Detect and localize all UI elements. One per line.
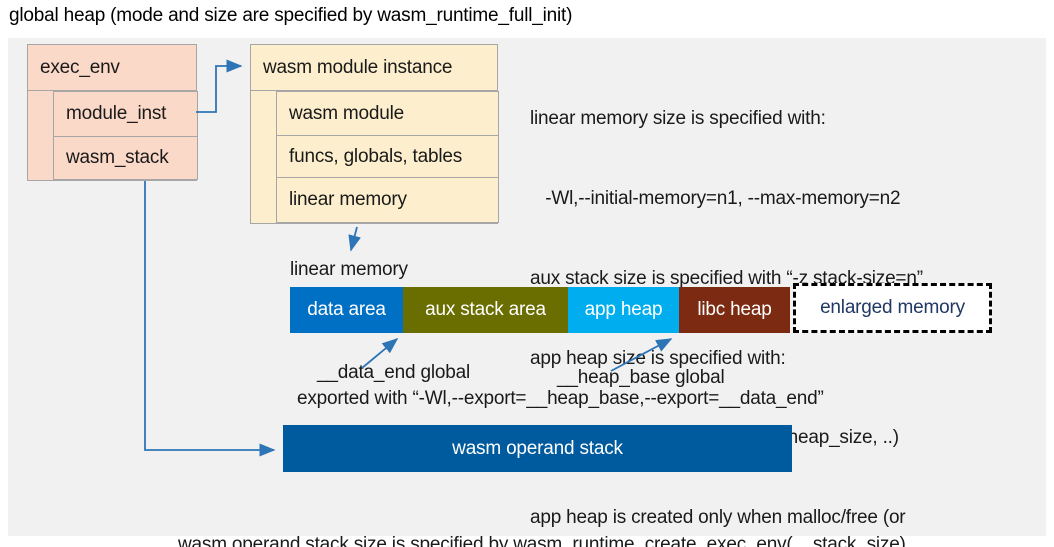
note-line: -Wl,--initial-memory=n1, --max-memory=n2 — [530, 187, 901, 209]
diagram-title: global heap (mode and size are specified… — [9, 5, 573, 26]
module-instance-title: wasm module instance — [251, 45, 497, 91]
wasm-operand-stack-label: wasm operand stack — [452, 437, 623, 459]
aux-stack-area-segment: aux stack area — [403, 287, 568, 333]
heap-base-global-label: __heap_base global — [557, 367, 725, 388]
libc-heap-segment: libc heap — [679, 287, 790, 333]
data-area-segment: data area — [290, 287, 403, 333]
module-instance-row-linear-memory: linear memory — [276, 177, 499, 223]
footer-notes-block: wasm operand stack size is specified by … — [178, 482, 906, 547]
app-heap-segment: app heap — [568, 287, 679, 333]
linear-memory-caption: linear memory — [290, 259, 408, 280]
note-line: linear memory size is specified with: — [530, 108, 826, 130]
data-end-global-label: __data_end global — [317, 362, 470, 383]
export-flags-label: exported with “-Wl,--export=__heap_base,… — [297, 388, 824, 409]
exec-env-title: exec_env — [28, 45, 196, 91]
exec-env-row-module-inst: module_inst — [53, 91, 198, 137]
module-instance-row-funcs-globals-tables: funcs, globals, tables — [276, 135, 499, 178]
exec-env-box: exec_env module_inst wasm_stack — [27, 44, 198, 181]
wasm-operand-stack-bar: wasm operand stack — [283, 425, 792, 472]
footer-line: wasm operand stack size is specified by … — [178, 534, 906, 547]
note-line: app heap is created only when malloc/fre… — [530, 507, 906, 529]
enlarged-memory-segment: enlarged memory — [793, 283, 992, 333]
exec-env-row-wasm-stack: wasm_stack — [53, 136, 198, 180]
module-instance-box: wasm module instance wasm module funcs, … — [250, 44, 499, 224]
module-instance-row-wasm-module: wasm module — [276, 91, 499, 136]
